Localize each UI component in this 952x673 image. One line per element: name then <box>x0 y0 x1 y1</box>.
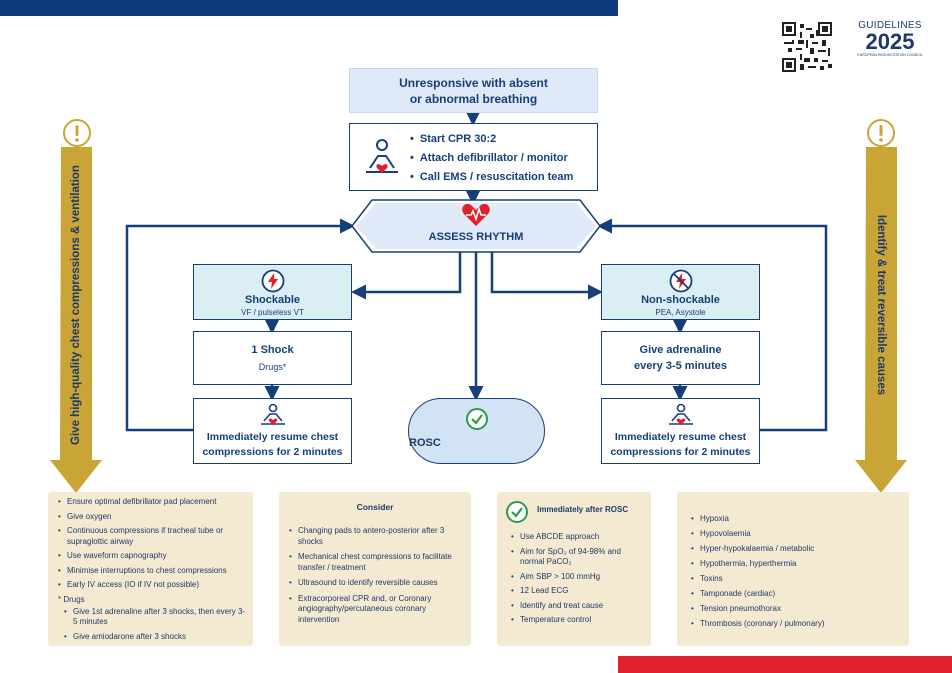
resume-text: Immediately resume chest compressions fo… <box>602 430 759 460</box>
list-item: Changing pads to antero-posterior after … <box>289 526 461 547</box>
resume-line1: Immediately resume chest <box>206 431 339 443</box>
drugs-list: Give 1st adrenaline after 3 shocks, then… <box>58 607 247 643</box>
cpr-person-icon <box>261 403 285 425</box>
resume-compressions-box: Immediately resume chest compressions fo… <box>193 398 352 464</box>
list-item: Attach defibrillator / monitor <box>410 149 573 168</box>
side-label-quality-cpr: Give high-quality chest compressions & v… <box>70 165 82 445</box>
list-item: Continuous compressions if tracheal tube… <box>58 526 247 547</box>
shock-sub: Drugs* <box>258 362 287 372</box>
consider-panel: Consider Changing pads to antero-posteri… <box>279 492 471 646</box>
list-item: Aim SBP > 100 mmHg <box>511 572 643 583</box>
cpr-person-icon <box>669 403 693 425</box>
list-item: Start CPR 30:2 <box>410 130 573 149</box>
checkmark-icon <box>506 501 528 523</box>
cpr-actions-list: Start CPR 30:2 Attach defibrillator / mo… <box>410 130 573 187</box>
rosc-label: ROSC <box>409 437 441 449</box>
list-item: Hypothermia, hyperthermia <box>691 559 899 570</box>
consider-list: Changing pads to antero-posterior after … <box>289 526 461 625</box>
list-item: Hyper-hypokalaemia / metabolic <box>691 544 899 555</box>
unresponsive-box: Unresponsive with absent or abnormal bre… <box>349 68 598 113</box>
adrenaline-box: Give adrenaline every 3-5 minutes <box>601 331 760 385</box>
list-item: Aim for SpO₂ of 94-98% and normal PaCO₂ <box>511 547 643 568</box>
shockable-title: Shockable <box>244 294 301 306</box>
adrenaline-line1: Give adrenaline <box>639 344 722 356</box>
list-item: Give oxygen <box>58 512 247 523</box>
qr-code-icon <box>782 22 832 72</box>
list-item: Use waveform capnography <box>58 551 247 562</box>
shock-title: 1 Shock <box>251 344 294 356</box>
list-item: 12 Lead ECG <box>511 586 643 597</box>
list-item: Extracorporeal CPR and, or Coronary angi… <box>289 594 461 626</box>
list-item: Give amiodarone after 3 shocks <box>64 632 247 643</box>
resume-text: Immediately resume chest compressions fo… <box>194 430 351 460</box>
list-item: Early IV access (IO if IV not possible) <box>58 580 247 591</box>
after-rosc-panel: Immediately after ROSC Use ABCDE approac… <box>497 492 651 646</box>
reversible-causes-panel: Hypoxia Hypovolaemia Hyper-hypokalaemia … <box>677 492 909 646</box>
logo-line1: GUIDELINES <box>858 20 922 31</box>
top-line2: or abnormal breathing <box>409 92 538 106</box>
resume-compressions-box: Immediately resume chest compressions fo… <box>601 398 760 464</box>
guidelines-logo: GUIDELINES 2025 EUROPEAN RESUSCITATION C… <box>855 20 925 70</box>
rosc-box: ROSC <box>408 398 545 464</box>
list-item: Mechanical chest compressions to facilit… <box>289 552 461 573</box>
lightning-icon <box>261 269 285 293</box>
list-item: Temperature control <box>511 615 643 626</box>
list-item: Call EMS / resuscitation team <box>410 168 573 187</box>
drugs-label: * Drugs <box>58 594 85 604</box>
warning-icon <box>63 119 91 147</box>
top-line1: Unresponsive with absent <box>399 76 548 90</box>
quality-cpr-panel: Ensure optimal defibrillator pad placeme… <box>48 492 253 646</box>
top-banner-bar <box>0 0 618 16</box>
warning-icon <box>867 119 895 147</box>
list-item: Hypovolaemia <box>691 529 899 540</box>
nonshockable-box: Non-shockable PEA, Asystole <box>601 264 760 320</box>
logo-year: 2025 <box>865 29 915 54</box>
nonshockable-sub: PEA, Asystole <box>655 308 706 317</box>
logo-org: EUROPEAN RESUSCITATION COUNCIL <box>857 53 923 57</box>
after-rosc-list: Use ABCDE approach Aim for SpO₂ of 94-98… <box>511 532 643 626</box>
bottom-red-bar <box>618 656 952 673</box>
quality-list: Ensure optimal defibrillator pad placeme… <box>58 497 247 591</box>
no-shock-icon <box>669 269 693 293</box>
list-item: Use ABCDE approach <box>511 532 643 543</box>
side-label-reversible-causes: Identify & treat reversible causes <box>875 214 887 396</box>
cpr-person-icon <box>366 139 398 173</box>
resume-line2: compressions for 2 minutes <box>202 446 343 458</box>
shockable-sub: VF / pulseless VT <box>241 308 304 317</box>
resume-line2: compressions for 2 minutes <box>610 446 751 458</box>
one-shock-box: 1 Shock Drugs* <box>193 331 352 385</box>
causes-list: Hypoxia Hypovolaemia Hyper-hypokalaemia … <box>691 514 899 630</box>
checkmark-icon <box>466 408 488 430</box>
adrenaline-line2: every 3-5 minutes <box>634 360 727 372</box>
resume-line1: Immediately resume chest <box>614 431 747 443</box>
after-rosc-title: Immediately after ROSC <box>537 505 629 514</box>
list-item: Tension pneumothorax <box>691 604 899 615</box>
consider-title: Consider <box>356 502 394 512</box>
list-item: Minimise interruptions to chest compress… <box>58 566 247 577</box>
list-item: Give 1st adrenaline after 3 shocks, then… <box>64 607 247 628</box>
heart-rhythm-icon <box>462 203 490 226</box>
shockable-box: Shockable VF / pulseless VT <box>193 264 352 320</box>
assess-rhythm-label: ASSESS RHYTHM <box>428 231 524 243</box>
list-item: Thrombosis (coronary / pulmonary) <box>691 619 899 630</box>
list-item: Ensure optimal defibrillator pad placeme… <box>58 497 247 508</box>
list-item: Identify and treat cause <box>511 601 643 612</box>
list-item: Toxins <box>691 574 899 585</box>
nonshockable-title: Non-shockable <box>641 294 720 306</box>
list-item: Ultrasound to identify reversible causes <box>289 578 461 589</box>
list-item: Tamponade (cardiac) <box>691 589 899 600</box>
list-item: Hypoxia <box>691 514 899 525</box>
cpr-actions-box: Start CPR 30:2 Attach defibrillator / mo… <box>349 123 598 191</box>
